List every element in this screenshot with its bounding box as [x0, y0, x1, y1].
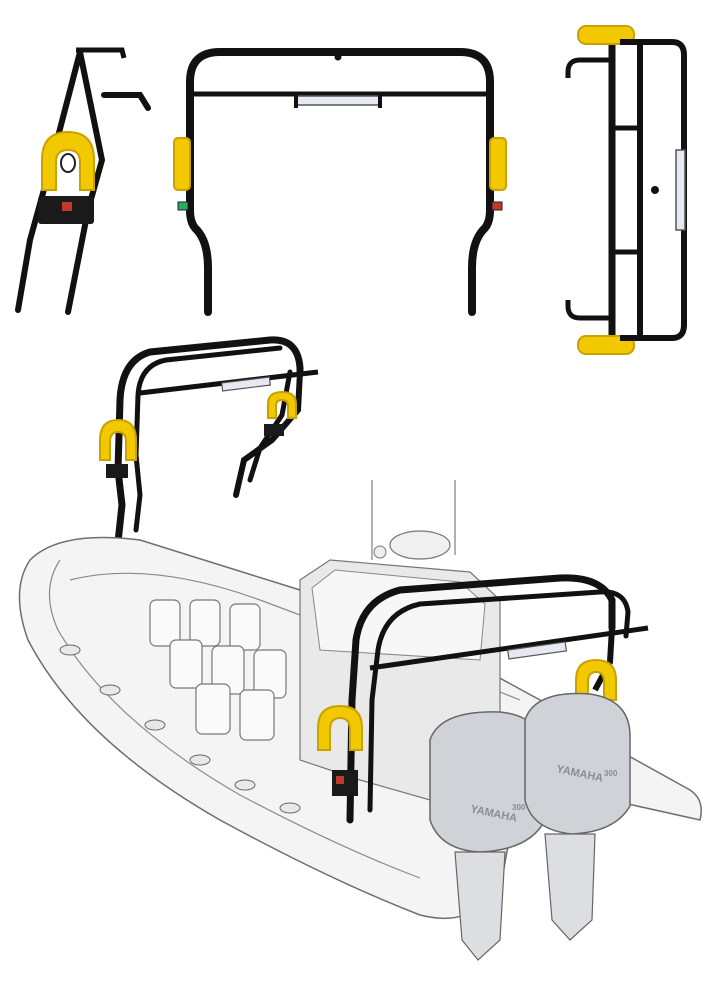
top-view-knob [651, 186, 659, 194]
rear-view-frame [173, 48, 507, 316]
rear-view-light-tube [295, 95, 381, 106]
boat-aframe-inner [367, 589, 631, 813]
iso-yellow-holder-left [99, 418, 137, 461]
rear-view-yellow-holder-right [489, 137, 507, 191]
outboard-engine-left: YAMAHA 300 [429, 711, 546, 961]
boat-aframe-crossbar [369, 625, 649, 671]
side-view-handle [101, 92, 151, 111]
rear-view-green-light [177, 201, 189, 211]
iso-frame [99, 336, 319, 546]
engine-leg-left [454, 851, 506, 961]
boat-seat [149, 599, 181, 647]
iso-plate-right [264, 424, 284, 436]
iso-right-leg [233, 369, 303, 498]
rear-view-arch [186, 48, 494, 316]
boat-handle [59, 644, 81, 656]
boat-seat [239, 689, 275, 741]
boat-aframe-main [346, 574, 616, 824]
side-view-yellow-holder [41, 130, 95, 191]
side-view-frame [15, 47, 151, 315]
top-view-hook-top [565, 57, 612, 78]
boat-aframe-right-leg [592, 627, 615, 692]
top-view-light-tube [675, 149, 686, 231]
side-view-holder-pin [60, 153, 76, 173]
top-view-hook-bottom [565, 300, 612, 321]
rib-boat: YAMAHA 300 YAMAHA 300 [18, 480, 702, 961]
boat-aframe-plate [332, 770, 358, 796]
boat-aframe-light-tube [507, 641, 568, 660]
boat-handle [99, 684, 121, 696]
boat-handle [189, 754, 211, 766]
boat-seat [195, 683, 231, 735]
boat-antenna-base [373, 545, 387, 559]
iso-front-arch [133, 345, 283, 533]
boat-handle [234, 779, 256, 791]
boat-seat [169, 639, 203, 689]
boat-seat [229, 603, 261, 651]
top-view-frame [565, 25, 687, 355]
boat-tube-inner [48, 559, 421, 879]
engine-model-left: 300 [512, 803, 526, 812]
boat-tube-handles [59, 644, 301, 814]
iso-yellow-holder-right [267, 390, 297, 419]
engine-cowling-right [524, 692, 631, 835]
rear-view-yellow-holder-left [173, 137, 191, 191]
boat-deck-edge [69, 572, 521, 701]
engine-leg-right [544, 833, 596, 941]
boat-handle [279, 802, 301, 814]
boat-handle [144, 719, 166, 731]
boat-aframe-nav-light [336, 776, 344, 784]
side-view-top-bar [76, 47, 127, 59]
boat-radar-dome [389, 530, 451, 560]
outboard-engine-right: YAMAHA 300 [524, 692, 631, 941]
boat-seats [149, 599, 287, 741]
boat-seat [189, 599, 221, 647]
iso-light-tube [221, 376, 271, 392]
boat-aframe-yellow-holder-left [317, 704, 363, 751]
rear-view-red-light [491, 201, 503, 211]
side-view-nav-light [62, 202, 72, 211]
engine-model-right: 300 [604, 769, 618, 778]
iso-rear-arch [114, 336, 304, 546]
iso-plate-left [106, 464, 128, 478]
rear-view-top-knob [334, 53, 342, 61]
